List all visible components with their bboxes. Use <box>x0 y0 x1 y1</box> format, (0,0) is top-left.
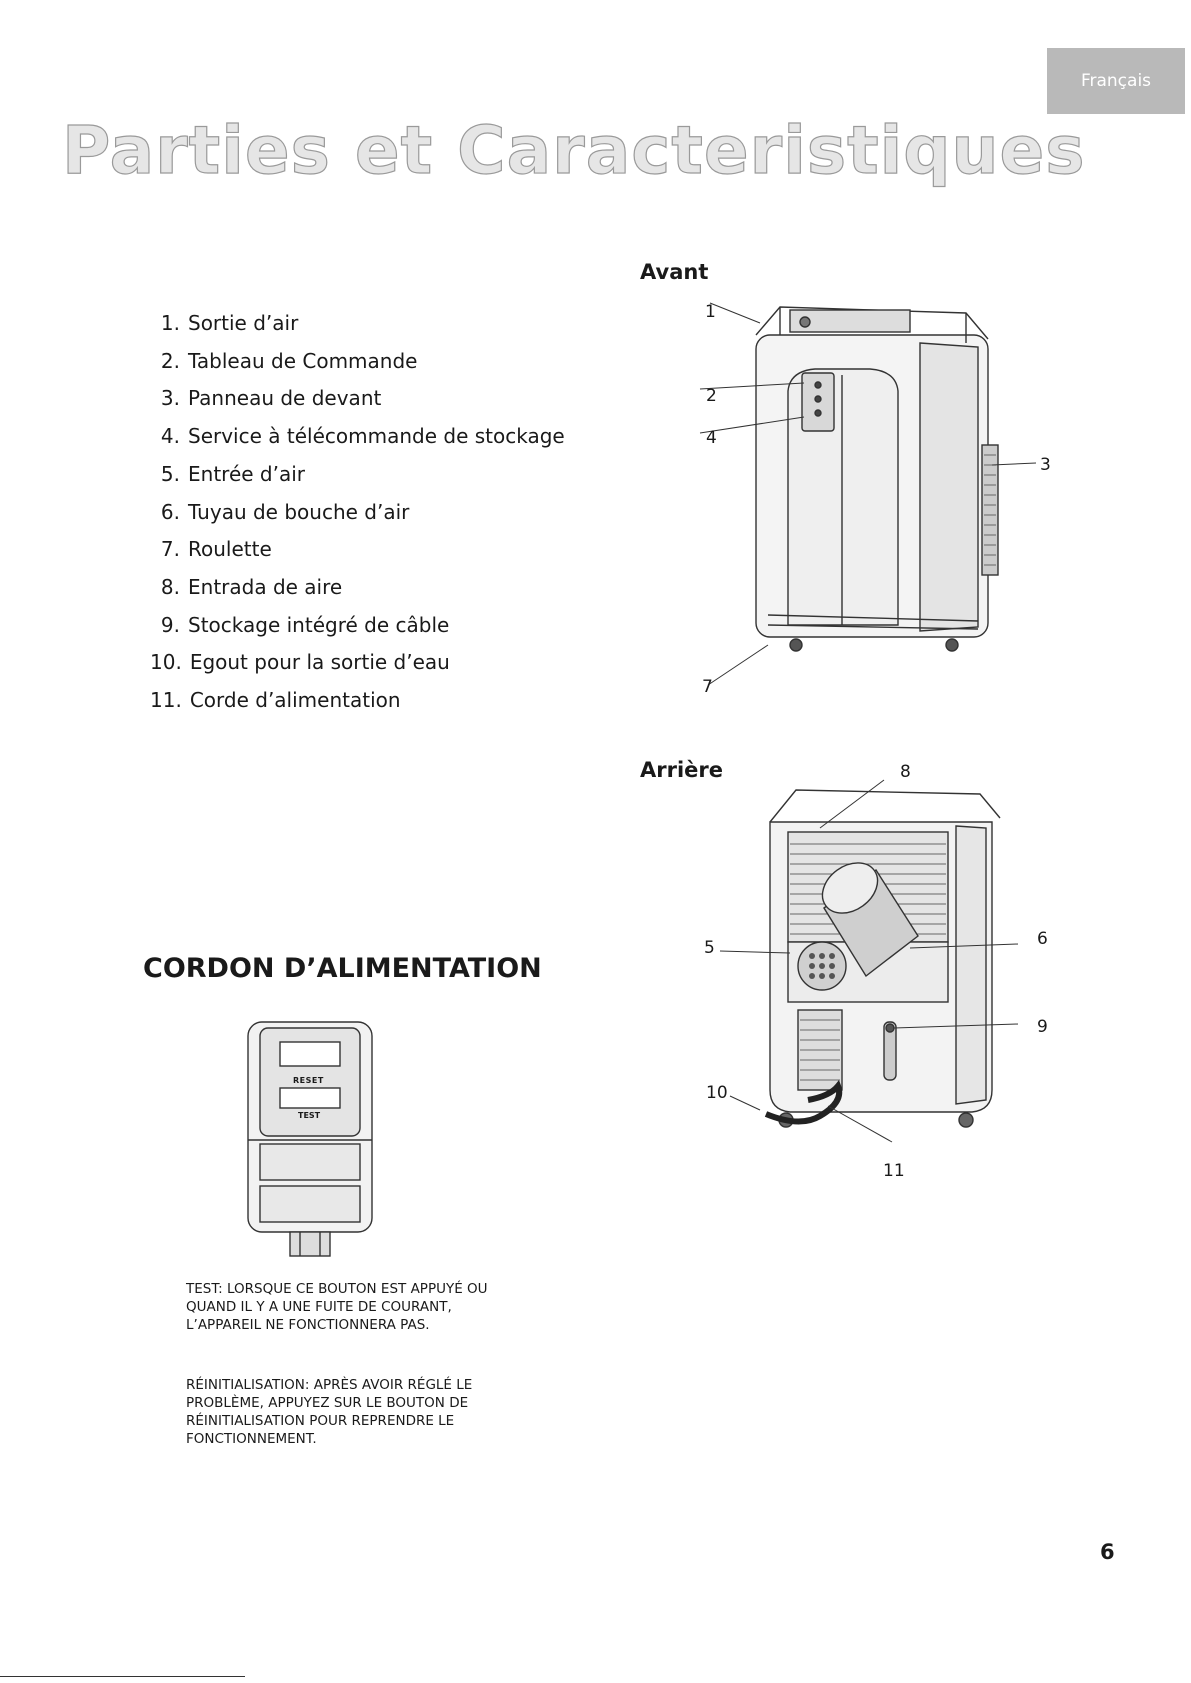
list-item: 2. Tableau de Commande <box>150 343 565 381</box>
callout-4: 4 <box>706 428 717 448</box>
callout-7: 7 <box>702 677 713 697</box>
list-item: 6. Tuyau de bouche d’air <box>150 494 565 532</box>
cordon-title: CORDON D’ALIMENTATION <box>143 953 542 984</box>
part-number: 3. <box>160 386 180 411</box>
part-label: Panneau de devant <box>188 386 382 411</box>
plug-test-label: TEST <box>298 1111 321 1120</box>
list-item: 9. Stockage intégré de câble <box>150 607 565 645</box>
page-title: Parties et Caracteristiques <box>61 111 1086 189</box>
part-label: Stockage intégré de câble <box>188 612 450 637</box>
language-tab: Français <box>1047 48 1185 114</box>
callout-9: 9 <box>1037 1017 1048 1037</box>
part-label: Service à télécommande de stockage <box>188 424 565 449</box>
part-number: 2. <box>160 348 180 373</box>
back-view-label: Arrière <box>640 758 724 782</box>
plug-reset-label: RESET <box>293 1076 324 1085</box>
callout-3: 3 <box>1040 455 1051 475</box>
part-number: 4. <box>160 424 180 449</box>
front-view-illustration <box>699 302 1037 686</box>
page-number: 6 <box>1100 1540 1115 1564</box>
part-label: Tableau de Commande <box>188 348 418 373</box>
callout-8: 8 <box>900 762 911 782</box>
list-item: 1. Sortie d’air <box>150 305 565 343</box>
callout-10: 10 <box>706 1083 728 1103</box>
footer-rule <box>0 1676 245 1677</box>
part-label: Entrée d’air <box>188 461 305 486</box>
part-number: 11. <box>150 688 182 713</box>
callout-6: 6 <box>1037 929 1048 949</box>
part-number: 10. <box>150 650 182 675</box>
test-description: TEST: LORSQUE CE BOUTON EST APPUYÉ OU QU… <box>186 1281 488 1333</box>
part-number: 7. <box>160 537 180 562</box>
parts-list: 1. Sortie d’air 2. Tableau de Commande 3. P… <box>150 305 565 720</box>
list-item: 11. Corde d’alimentation <box>150 682 565 720</box>
front-view-label: Avant <box>640 260 709 284</box>
part-label: Entrada de aire <box>188 574 343 599</box>
list-item: 7. Roulette <box>150 531 565 569</box>
list-item: 10. Egout pour la sortie d’eau <box>150 644 565 682</box>
callout-11: 11 <box>883 1161 905 1181</box>
list-item: 3. Panneau de devant <box>150 380 565 418</box>
part-label: Sortie d’air <box>188 311 299 335</box>
list-item: 4. Service à télécommande de stockage <box>150 418 565 456</box>
part-label: Egout pour la sortie d’eau <box>189 650 450 675</box>
part-number: 1. <box>160 311 180 335</box>
part-number: 9. <box>160 612 180 637</box>
part-number: 8. <box>160 574 180 599</box>
list-item: 5. Entrée d’air <box>150 456 565 494</box>
power-plug-illustration <box>247 1021 373 1257</box>
back-view-illustration <box>719 779 1019 1143</box>
part-label: Roulette <box>188 537 272 562</box>
list-item: 8. Entrada de aire <box>150 569 565 607</box>
part-number: 6. <box>160 499 180 524</box>
callout-2: 2 <box>706 386 717 406</box>
part-label: Corde d’alimentation <box>189 688 401 713</box>
part-number: 5. <box>160 461 180 486</box>
callout-5: 5 <box>704 938 715 958</box>
callout-1: 1 <box>705 302 716 322</box>
reset-description: RÉINITIALISATION: APRÈS AVOIR RÉGLÉ LE P… <box>186 1377 473 1447</box>
part-label: Tuyau de bouche d’air <box>188 499 410 524</box>
